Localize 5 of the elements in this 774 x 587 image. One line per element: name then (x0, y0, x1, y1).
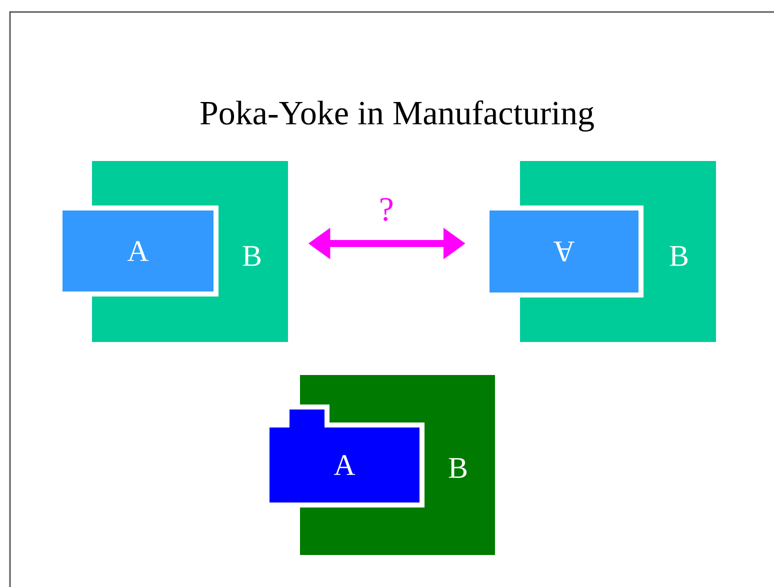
insert-block: A (484, 206, 644, 298)
insert-block: A (58, 206, 218, 296)
edge-label: ? (380, 198, 392, 221)
title: Poka-Yoke in Manufacturing (200, 100, 594, 132)
keyed-insert-block: A (264, 404, 424, 508)
